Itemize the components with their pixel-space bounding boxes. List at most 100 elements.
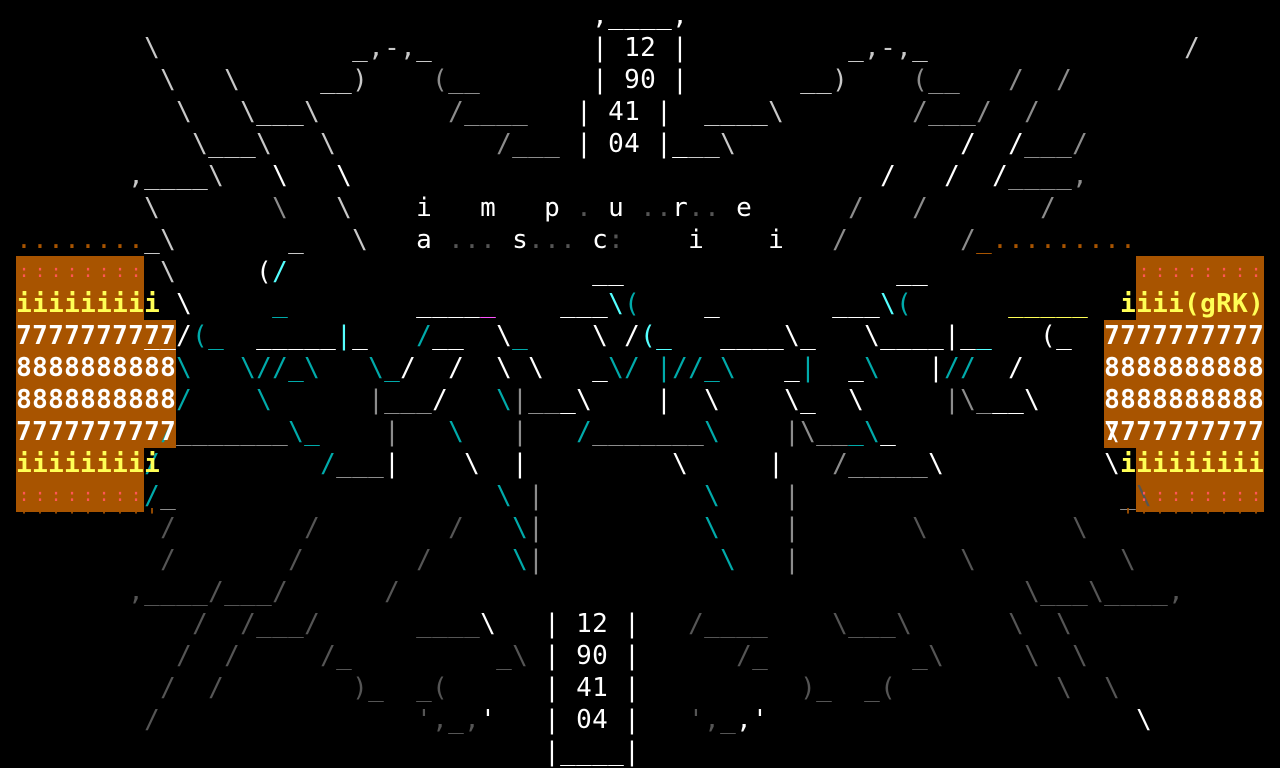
glyph: \: [512, 641, 528, 671]
glyph: :: [608, 225, 624, 255]
glyph: /: [912, 97, 928, 127]
glyph: _: [384, 385, 400, 415]
glyph: ,: [672, 1, 688, 31]
left-panel-cell: i: [128, 289, 144, 319]
glyph: /: [960, 225, 976, 255]
glyph: /: [160, 417, 176, 447]
glyph: _: [256, 417, 272, 447]
glyph: .: [448, 225, 464, 255]
right-panel-cell: 8: [1152, 385, 1168, 415]
glyph: (: [912, 65, 928, 95]
glyph: _: [848, 417, 864, 447]
left-panel-dot: :: [82, 261, 94, 282]
glyph: _: [704, 129, 720, 159]
left-panel-dot: :: [130, 485, 142, 506]
right-panel-fringe: ': [1233, 504, 1247, 528]
right-panel-cell: 8: [1184, 385, 1200, 415]
left-panel-fringe: ': [113, 504, 127, 528]
right-panel-cell: 7: [1168, 417, 1184, 447]
glyph: _: [224, 417, 240, 447]
glyph: 2: [592, 609, 608, 639]
left-panel-cell: i: [144, 449, 160, 479]
glyph: /: [448, 97, 464, 127]
glyph: .: [688, 193, 704, 223]
glyph: -: [384, 33, 400, 63]
right-panel-cell: g: [1200, 289, 1216, 319]
glyph: _: [880, 449, 896, 479]
left-panel-dot: :: [66, 261, 78, 282]
glyph: |: [768, 449, 784, 479]
right-panel-dot: :: [1202, 485, 1214, 506]
right-panel-dot: :: [1138, 485, 1150, 506]
glyph: 1: [624, 33, 640, 63]
left-panel-dot: :: [50, 261, 62, 282]
glyph: _: [448, 321, 464, 351]
glyph: \: [160, 257, 176, 287]
glyph: |: [336, 321, 352, 351]
glyph: |: [800, 353, 816, 383]
glyph: _: [976, 225, 992, 255]
glyph: _: [352, 449, 368, 479]
right-panel-cell: 8: [1168, 353, 1184, 383]
glyph: /: [912, 193, 928, 223]
glyph: /: [736, 641, 752, 671]
glyph: \: [512, 545, 528, 575]
right-panel-cell: i: [1184, 449, 1200, 479]
glyph: /: [688, 353, 704, 383]
glyph: /: [672, 353, 688, 383]
left-panel-cell: 8: [64, 385, 80, 415]
glyph: |: [624, 673, 640, 703]
glyph: \: [784, 385, 800, 415]
left-panel-cell: 7: [160, 417, 176, 447]
glyph: \: [800, 417, 816, 447]
left-panel-fringe: ': [17, 504, 31, 528]
glyph: _: [432, 289, 448, 319]
glyph: _: [1072, 577, 1088, 607]
glyph: \: [368, 353, 384, 383]
glyph: _: [656, 417, 672, 447]
glyph: _: [944, 65, 960, 95]
right-panel-cell: K: [1232, 289, 1248, 319]
glyph: 4: [576, 673, 592, 703]
glyph: _: [848, 289, 864, 319]
glyph: /: [992, 161, 1008, 191]
glyph: (: [192, 321, 208, 351]
right-panel-cell: 7: [1168, 321, 1184, 351]
glyph: .: [1104, 225, 1120, 255]
right-panel-cell: 7: [1184, 321, 1200, 351]
left-panel-cell: 8: [128, 353, 144, 383]
glyph: |: [656, 385, 672, 415]
glyph: \: [272, 161, 288, 191]
glyph: _: [448, 609, 464, 639]
glyph: _: [976, 385, 992, 415]
glyph: /: [416, 545, 432, 575]
glyph: .: [992, 225, 1008, 255]
glyph: \: [960, 385, 976, 415]
glyph: _: [720, 705, 736, 735]
left-panel-cell: i: [48, 449, 64, 479]
right-panel: [1136, 256, 1264, 512]
glyph: ,: [128, 577, 144, 607]
glyph: _: [800, 385, 816, 415]
glyph: /: [160, 673, 176, 703]
glyph: ,: [464, 705, 480, 735]
glyph: _: [720, 609, 736, 639]
glyph: ': [752, 705, 768, 735]
glyph: _: [208, 417, 224, 447]
glyph: /: [832, 449, 848, 479]
glyph: _: [416, 609, 432, 639]
glyph: \: [224, 65, 240, 95]
glyph: _: [336, 449, 352, 479]
glyph: ): [800, 673, 816, 703]
glyph: _: [336, 641, 352, 671]
right-panel-cell: 7: [1136, 417, 1152, 447]
glyph: _: [304, 417, 320, 447]
left-panel-cell: 7: [80, 417, 96, 447]
glyph: _: [704, 289, 720, 319]
glyph: \: [1024, 641, 1040, 671]
left-panel-cell: i: [16, 449, 32, 479]
glyph: _: [192, 577, 208, 607]
glyph: \: [464, 449, 480, 479]
glyph: /: [1024, 97, 1040, 127]
left-panel-fringe: ': [97, 504, 111, 528]
